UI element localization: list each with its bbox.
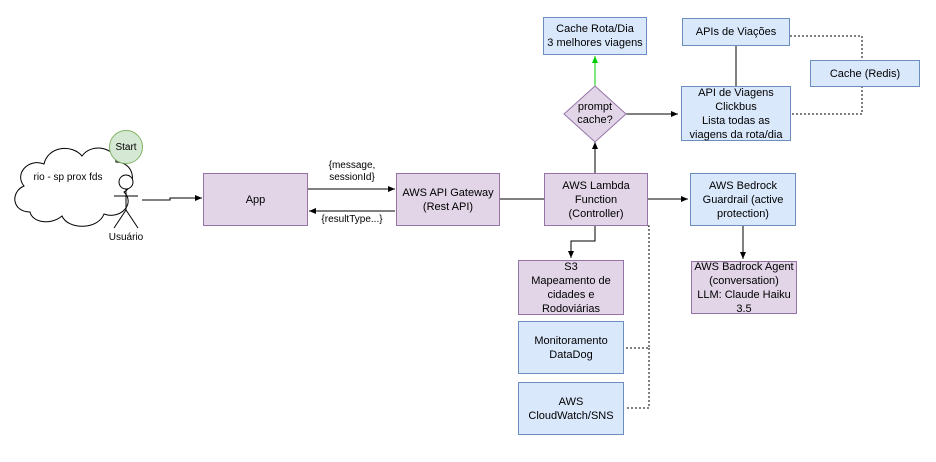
- start-node: Start: [109, 130, 143, 164]
- datadog-node: Monitoramento DataDog: [518, 321, 624, 374]
- cloud-label: rio - sp prox fds: [33, 172, 103, 183]
- cloudwatch-node: AWS CloudWatch/SNS: [518, 382, 624, 435]
- api-gateway-node: AWS API Gateway (Rest API): [396, 173, 500, 226]
- apis-viacoes-node: APIs de Viações: [682, 18, 790, 46]
- s3-node: S3 Mapeamento de cidades e Rodoviárias: [518, 260, 624, 315]
- user-label: Usuário: [108, 232, 144, 243]
- redis-cache-node: Cache (Redis): [810, 60, 920, 87]
- request-label: {message, sessionId}: [318, 160, 386, 184]
- cache-route-node: Cache Rota/Dia 3 melhores viagens: [543, 17, 647, 55]
- cloud-shape: [14, 147, 133, 227]
- lambda-node: AWS Lambda Function (Controller): [544, 173, 648, 226]
- prompt-cache-diamond: [563, 85, 627, 143]
- prompt-cache-label: prompt cache?: [577, 101, 613, 126]
- response-label: {resultType...}: [314, 214, 390, 226]
- user-actor-icon: [113, 174, 139, 229]
- app-node: App: [203, 173, 308, 226]
- clickbus-api-node: API de Viagens Clickbus Lista todas as v…: [681, 86, 791, 141]
- bedrock-agent-node: AWS Badrock Agent (conversation) LLM: Cl…: [691, 261, 797, 315]
- bedrock-guardrail-node: AWS Bedrock Guardrail (active protection…: [690, 173, 796, 226]
